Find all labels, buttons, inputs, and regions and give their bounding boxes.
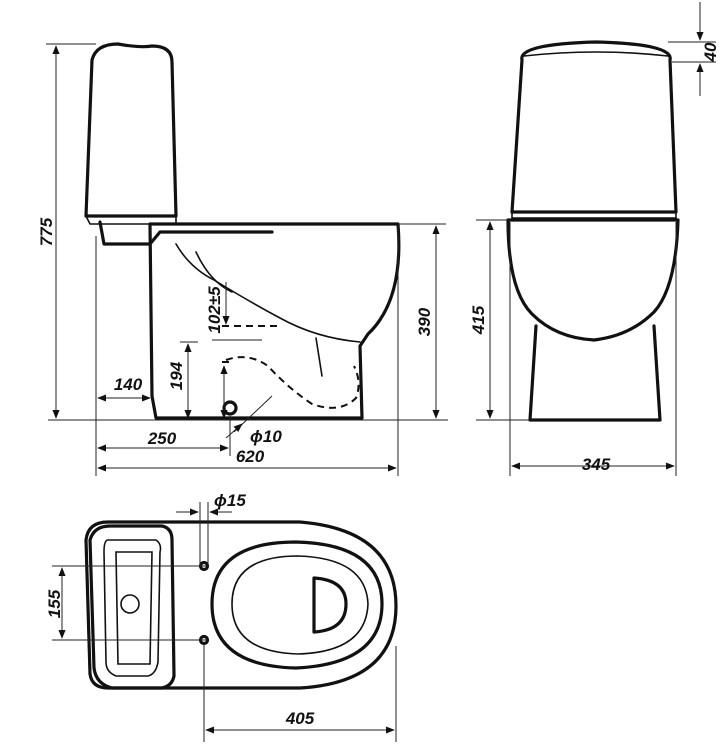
dim-bowl-height: 390 — [415, 307, 434, 336]
front-bowl — [506, 218, 680, 342]
side-cistern — [84, 42, 178, 218]
side-trap — [225, 356, 360, 409]
dim-anchor-hole-dia: ϕ10 — [250, 427, 282, 446]
dim-total-length: 620 — [236, 447, 265, 466]
dim-total-height: 775 — [37, 217, 56, 246]
front-pedestal — [528, 324, 662, 422]
side-view: 775 390 102±5 194 140 ϕ10 250 620 — [37, 42, 448, 476]
dim-hole-spacing: 155 — [45, 589, 64, 618]
dim-outlet-offset: 102±5 — [205, 286, 224, 334]
top-view: ϕ15 155 405 — [45, 491, 398, 742]
dim-inlet-height: 194 — [167, 361, 186, 390]
side-anchor-hole — [222, 400, 238, 416]
dim-rear-offset: 140 — [114, 375, 143, 394]
top-seat — [210, 540, 384, 670]
front-cistern — [510, 40, 678, 214]
top-cistern — [88, 524, 176, 690]
side-bowl — [148, 222, 401, 420]
dim-width: 345 — [582, 455, 611, 474]
dim-tank-hole-dia: ϕ15 — [214, 491, 246, 510]
dim-lid-height: 40 — [701, 42, 720, 62]
dim-outlet-distance: 250 — [147, 429, 177, 448]
front-view: 40 415 345 — [469, 2, 720, 476]
top-outlet-shape — [312, 576, 348, 634]
top-flush-button — [120, 594, 140, 614]
dim-bowl-length: 405 — [285, 709, 315, 728]
top-outline — [84, 520, 398, 690]
dim-front-seat-height: 415 — [469, 305, 488, 335]
